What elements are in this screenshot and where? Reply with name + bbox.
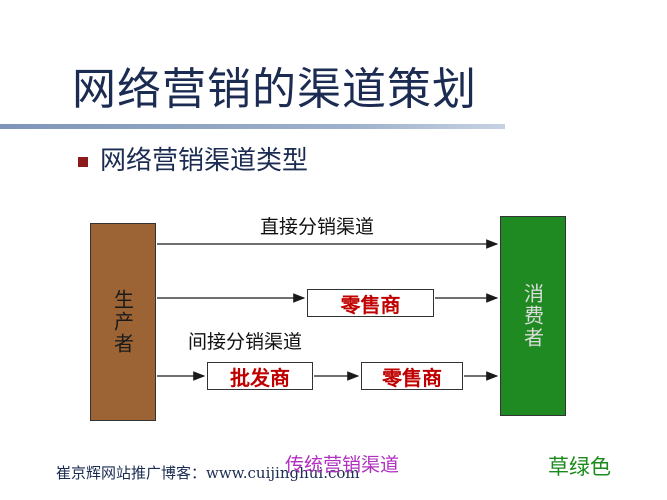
footer-credit: 崔京辉网站推广博客：www.cuijinghui.com — [56, 464, 360, 482]
consumer-label: 消费者 — [520, 283, 545, 349]
consumer-box: 消费者 — [500, 216, 566, 416]
producer-box: 生产者 — [90, 223, 156, 421]
producer-label: 生产者 — [110, 289, 135, 355]
slide-title: 网络营销的渠道策划 — [72, 64, 477, 115]
bullet-square-icon — [78, 157, 88, 167]
slide-subtitle: 网络营销渠道类型 — [100, 146, 309, 176]
title-underline — [0, 124, 505, 129]
color-note: 草绿色 — [548, 455, 611, 479]
retailer-node-2: 零售商 — [361, 362, 463, 390]
direct-channel-label: 直接分销渠道 — [260, 216, 375, 238]
diagram-caption: 传统营销渠道 — [285, 454, 400, 476]
wholesaler-node: 批发商 — [207, 362, 313, 390]
indirect-channel-label: 间接分销渠道 — [188, 331, 303, 353]
retailer-node: 零售商 — [307, 289, 434, 317]
